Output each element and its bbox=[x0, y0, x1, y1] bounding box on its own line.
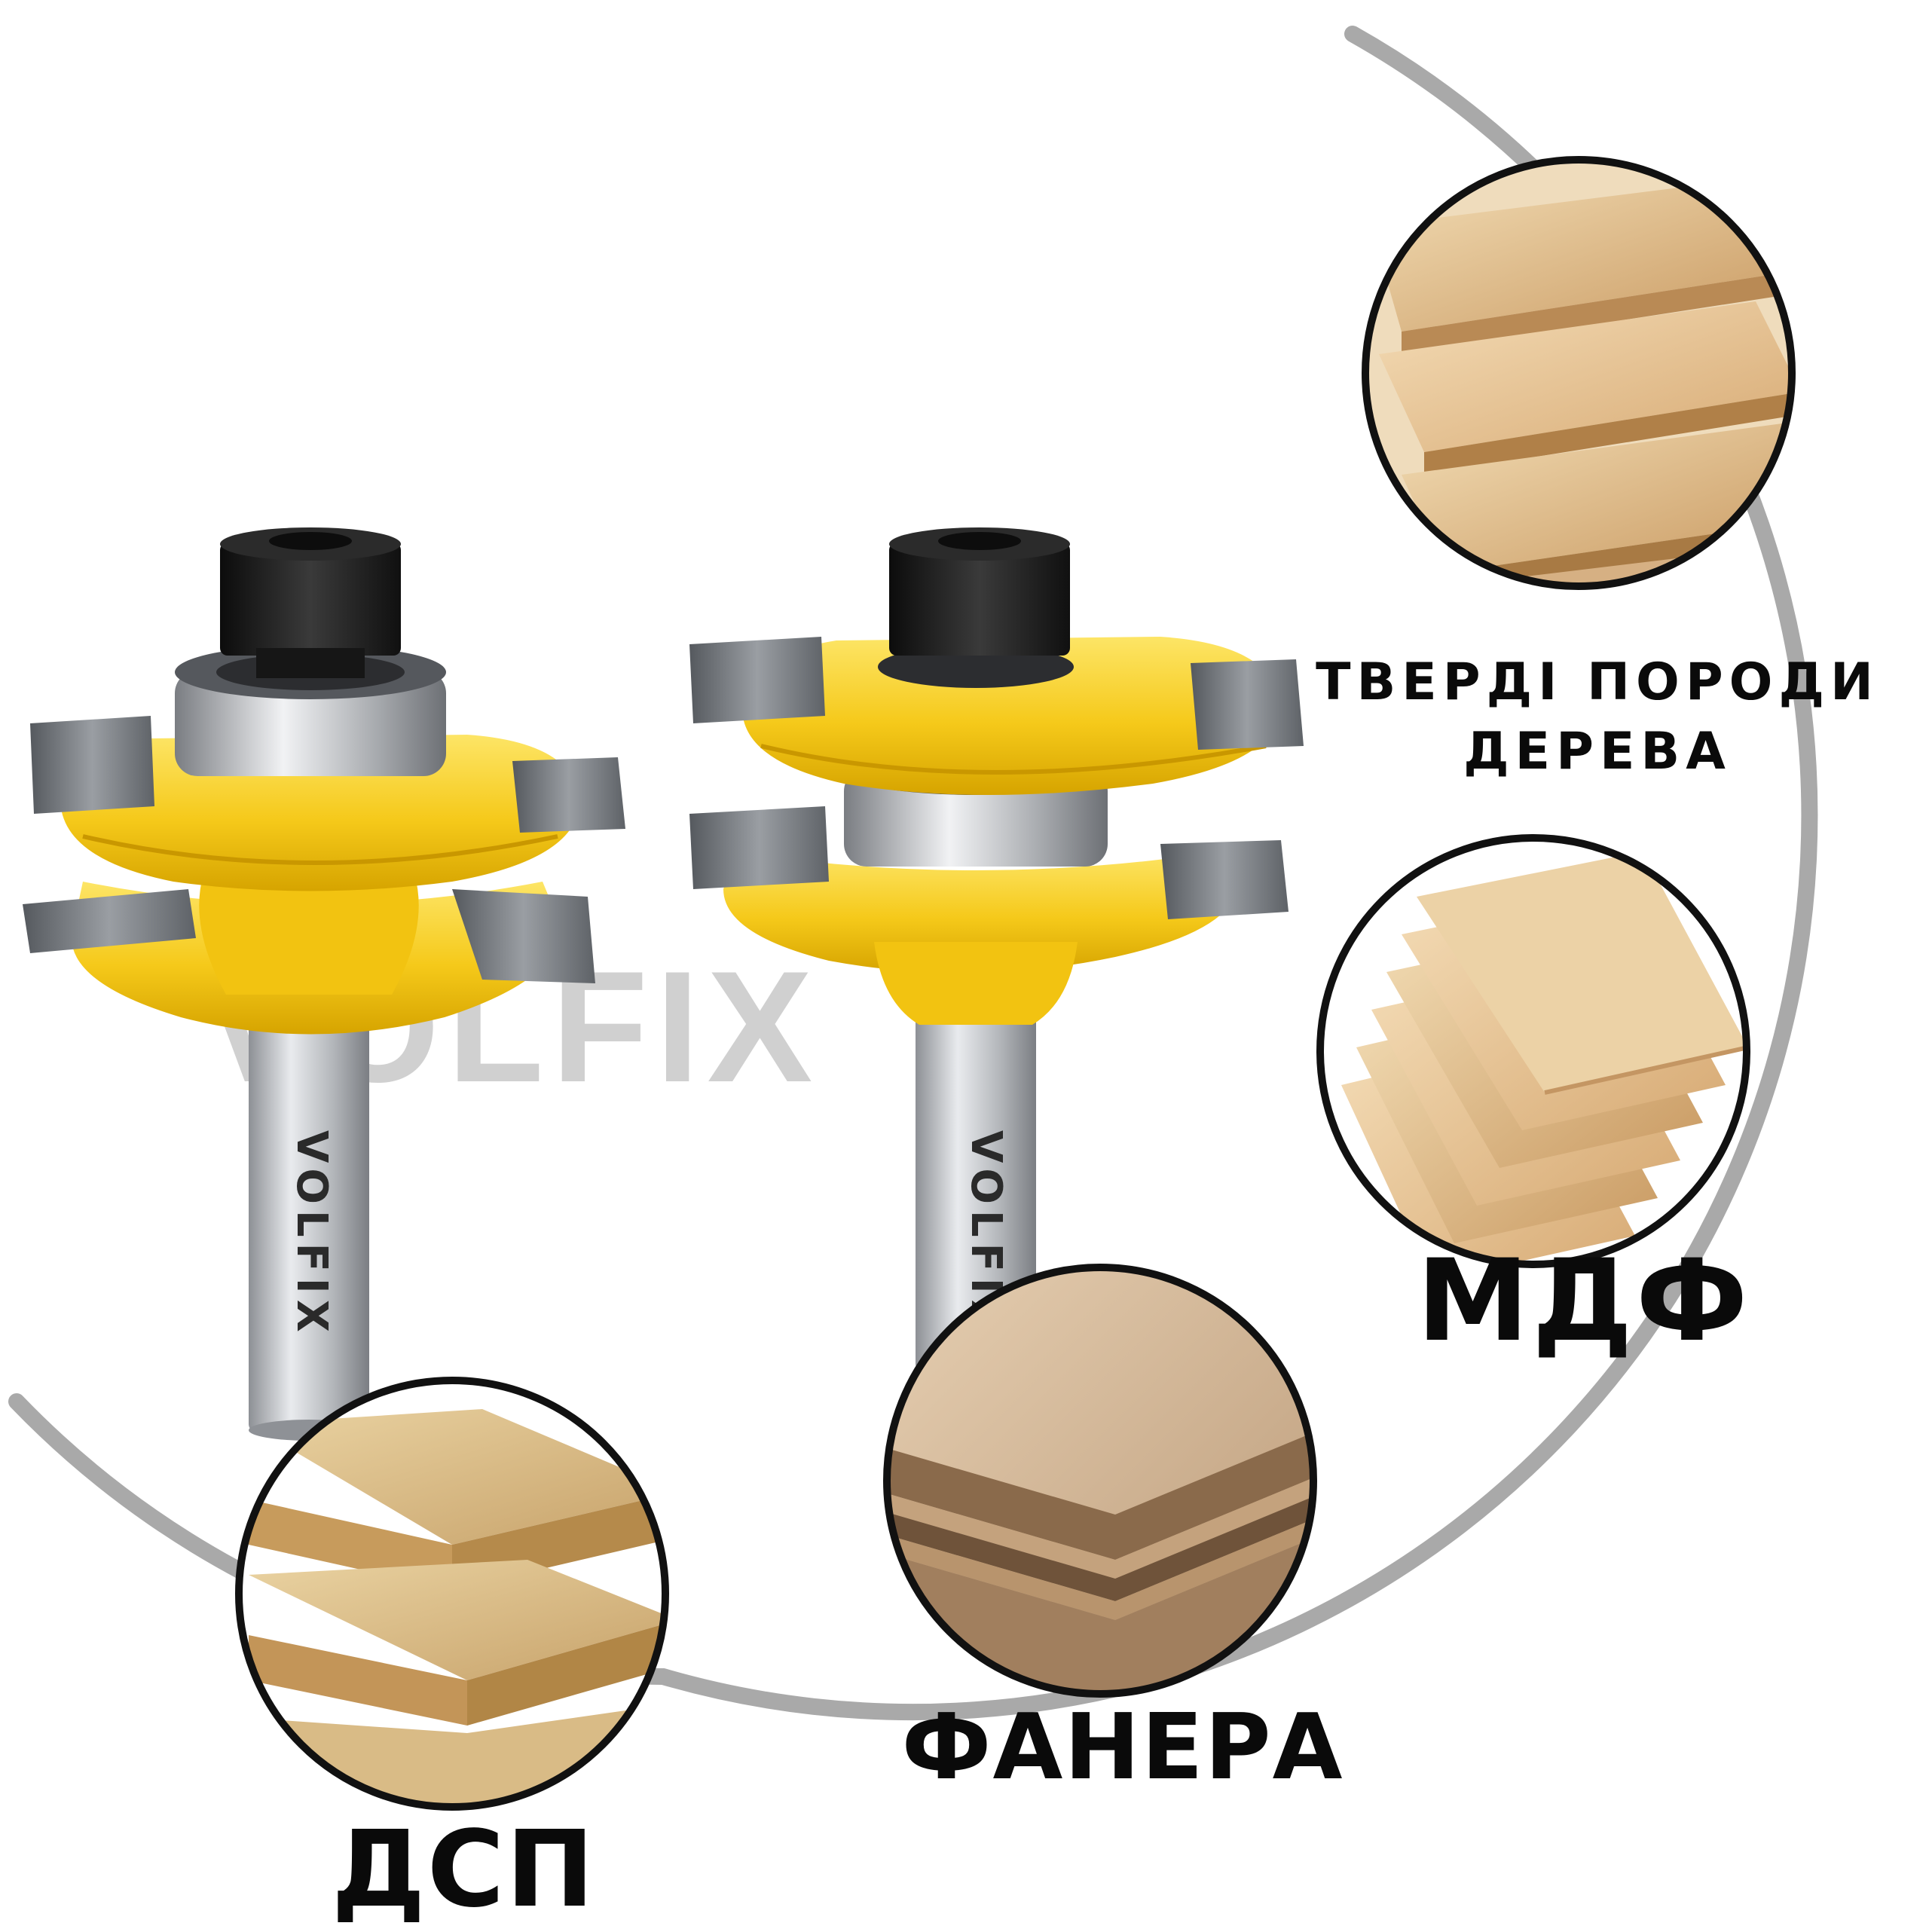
router-bit-right: VOLFIX bbox=[689, 527, 1304, 1371]
hardwood-label-line1: ТВЕРДІ ПОРОДИ bbox=[1316, 653, 1879, 712]
chipboard-sample-image bbox=[235, 1377, 669, 1811]
mdf-label: МДФ bbox=[1417, 1236, 1751, 1367]
hardwood-sample-image bbox=[1362, 156, 1796, 590]
chipboard-label: ДСП bbox=[332, 1808, 596, 1931]
hardwood-label: ТВЕРДІ ПОРОДИ ДЕРЕВА bbox=[1281, 648, 1914, 787]
plywood-label: ФАНЕРА bbox=[901, 1695, 1344, 1800]
hardwood-label-line2: ДЕРЕВА bbox=[1463, 722, 1732, 781]
plywood-sample-image bbox=[883, 1264, 1317, 1698]
mdf-sample-image bbox=[1316, 834, 1750, 1268]
shank-engraving-left: VOLFIX bbox=[287, 1130, 336, 1338]
router-bit-left: VOLFIX bbox=[23, 527, 625, 1441]
